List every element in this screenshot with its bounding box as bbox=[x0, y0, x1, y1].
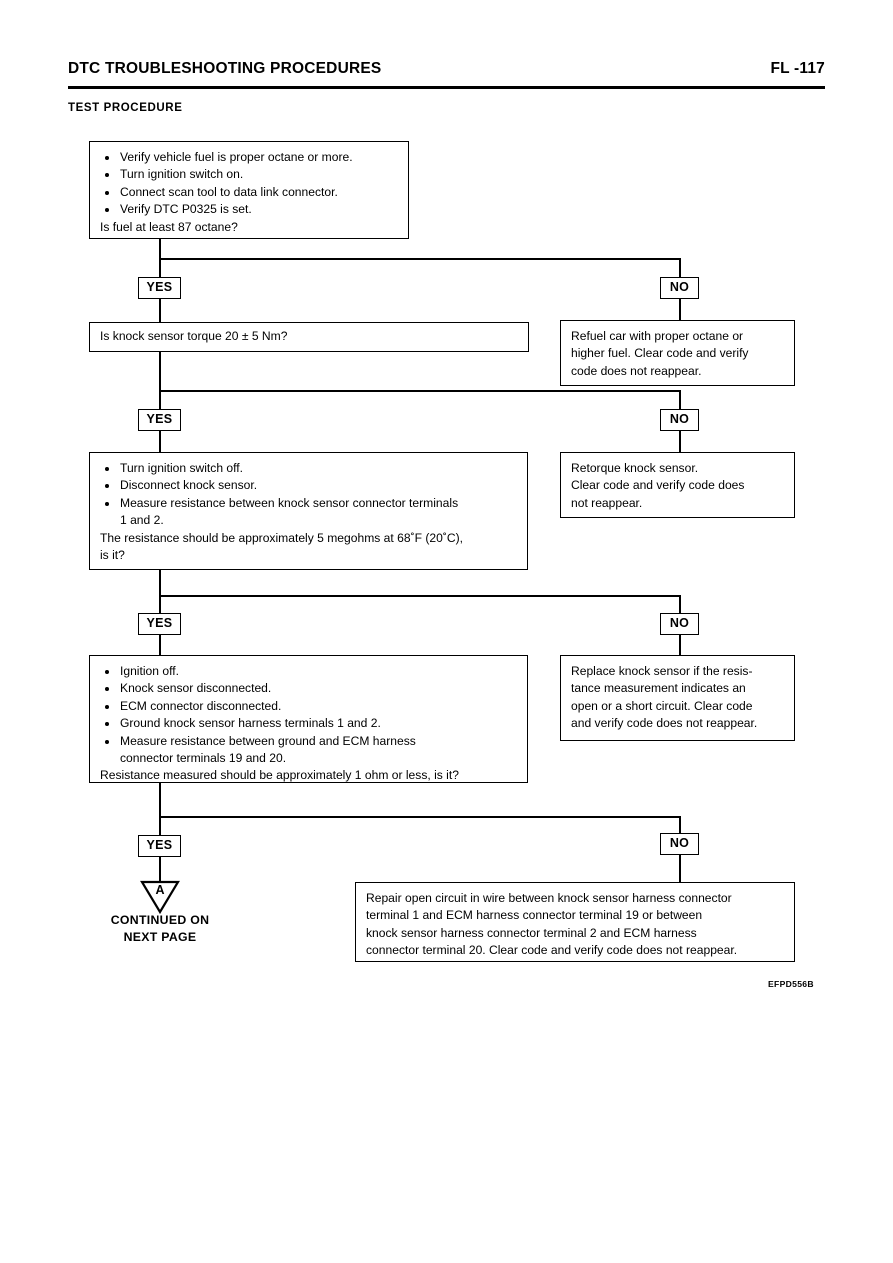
outcome-3-line: Replace knock sensor if the resis- bbox=[571, 664, 753, 678]
header-divider bbox=[68, 86, 825, 89]
outcome-4-line: connector terminal 20. Clear code and ve… bbox=[366, 943, 738, 958]
list-item-continuation: 1 and 2. bbox=[120, 513, 164, 528]
outcome-2-line: not reappear. bbox=[571, 495, 643, 510]
outcome-1-line: higher fuel. Clear code and verify bbox=[571, 346, 749, 361]
connector-step3-no-down bbox=[679, 595, 681, 614]
outcome-4-box: Repair open circuit in wire between knoc… bbox=[355, 882, 795, 962]
step-2-question: Is knock sensor torque 20 ± 5 Nm? bbox=[100, 329, 288, 343]
off-page-connector-triangle: A bbox=[140, 880, 180, 914]
step-2-box: Is knock sensor torque 20 ± 5 Nm? bbox=[89, 322, 529, 352]
page-number: FL -117 bbox=[770, 60, 825, 77]
continued-line-1: CONTINUED ON bbox=[110, 913, 210, 927]
section-label: TEST PROCEDURE bbox=[68, 102, 183, 114]
step-4-box: Ignition off. Knock sensor disconnected.… bbox=[89, 655, 528, 783]
connector-step2-down bbox=[159, 352, 161, 409]
connector-no4-to-outcome4 bbox=[679, 855, 681, 882]
branch-tag-yes-1: YES bbox=[138, 277, 181, 299]
connector-step4-branch-horizontal bbox=[159, 816, 681, 818]
step-1-bullet-list: Verify vehicle fuel is proper octane or … bbox=[100, 149, 398, 219]
connector-yes2-to-step3 bbox=[159, 431, 161, 453]
list-item: Disconnect knock sensor. bbox=[100, 477, 517, 494]
connector-step3-branch-horizontal bbox=[159, 595, 681, 597]
figure-code: EFPD556B bbox=[768, 979, 814, 989]
list-item: Turn ignition switch off. bbox=[100, 460, 517, 477]
connector-step1-no-down bbox=[679, 258, 681, 277]
step-4-bullet-list: Ignition off. Knock sensor disconnected.… bbox=[100, 663, 517, 767]
step-3-box: Turn ignition switch off. Disconnect kno… bbox=[89, 452, 528, 570]
list-item: Measure resistance between ground and EC… bbox=[100, 733, 517, 768]
outcome-2-line: Clear code and verify code does bbox=[571, 478, 745, 493]
step-3-bullet-list: Turn ignition switch off. Disconnect kno… bbox=[100, 460, 517, 530]
step-3-question-line-1: The resistance should be approximately 5… bbox=[100, 530, 463, 545]
branch-tag-no-1: NO bbox=[660, 277, 699, 299]
connector-no2-to-outcome2 bbox=[679, 431, 681, 453]
continued-line-2: NEXT PAGE bbox=[123, 930, 197, 944]
connector-yes1-to-step2 bbox=[159, 299, 161, 323]
connector-step2-no-down bbox=[679, 390, 681, 409]
page-header: DTC TROUBLESHOOTING PROCEDURES FL -117 bbox=[68, 60, 825, 86]
list-item-text: Measure resistance between knock sensor … bbox=[120, 495, 459, 510]
connector-step4-no-down bbox=[679, 816, 681, 835]
continued-on-next-page-label: CONTINUED ON NEXT PAGE bbox=[80, 912, 240, 946]
outcome-4-line: knock sensor harness connector terminal … bbox=[366, 925, 697, 940]
branch-tag-no-3: NO bbox=[660, 613, 699, 635]
step-3-question-line-2: is it? bbox=[100, 548, 125, 563]
list-item: Ground knock sensor harness terminals 1 … bbox=[100, 715, 517, 732]
page-title: DTC TROUBLESHOOTING PROCEDURES bbox=[68, 60, 382, 77]
step-1-question: Is fuel at least 87 octane? bbox=[100, 219, 238, 234]
step-1-box: Verify vehicle fuel is proper octane or … bbox=[89, 141, 409, 239]
list-item-text: Measure resistance between ground and EC… bbox=[120, 733, 416, 748]
branch-tag-yes-4: YES bbox=[138, 835, 181, 857]
outcome-1-line: Refuel car with proper octane or bbox=[571, 329, 744, 343]
connector-no1-to-outcome1 bbox=[679, 299, 681, 320]
list-item: Knock sensor disconnected. bbox=[100, 680, 517, 697]
outcome-4-line: terminal 1 and ECM harness connector ter… bbox=[366, 908, 703, 923]
outcome-2-line: Retorque knock sensor. bbox=[571, 461, 699, 475]
outcome-2-box: Retorque knock sensor. Clear code and ve… bbox=[560, 452, 795, 518]
list-item-continuation: connector terminals 19 and 20. bbox=[120, 751, 287, 766]
list-item: ECM connector disconnected. bbox=[100, 698, 517, 715]
outcome-3-box: Replace knock sensor if the resis- tance… bbox=[560, 655, 795, 741]
list-item: Ignition off. bbox=[100, 663, 517, 680]
off-page-connector-letter: A bbox=[155, 883, 165, 897]
connector-step4-down bbox=[159, 783, 161, 835]
connector-no3-to-outcome3 bbox=[679, 635, 681, 656]
connector-yes4-to-marker bbox=[159, 857, 161, 881]
connector-step2-branch-horizontal bbox=[159, 390, 681, 392]
outcome-3-line: open or a short circuit. Clear code bbox=[571, 698, 753, 713]
outcome-1-box: Refuel car with proper octane or higher … bbox=[560, 320, 795, 386]
list-item: Verify DTC P0325 is set. bbox=[100, 201, 398, 218]
branch-tag-yes-2: YES bbox=[138, 409, 181, 431]
connector-step1-branch-horizontal bbox=[159, 258, 681, 260]
branch-tag-no-2: NO bbox=[660, 409, 699, 431]
connector-step3-down bbox=[159, 570, 161, 614]
branch-tag-no-4: NO bbox=[660, 833, 699, 855]
outcome-3-line: and verify code does not reappear. bbox=[571, 716, 758, 731]
outcome-1-line: code does not reappear. bbox=[571, 363, 702, 378]
list-item: Measure resistance between knock sensor … bbox=[100, 495, 517, 530]
list-item: Turn ignition switch on. bbox=[100, 166, 398, 183]
outcome-4-line: Repair open circuit in wire between knoc… bbox=[366, 891, 732, 905]
branch-tag-yes-3: YES bbox=[138, 613, 181, 635]
step-4-question: Resistance measured should be approximat… bbox=[100, 768, 459, 783]
list-item: Verify vehicle fuel is proper octane or … bbox=[100, 149, 398, 166]
connector-yes3-to-step4 bbox=[159, 635, 161, 656]
list-item: Connect scan tool to data link connector… bbox=[100, 184, 398, 201]
outcome-3-line: tance measurement indicates an bbox=[571, 681, 746, 696]
